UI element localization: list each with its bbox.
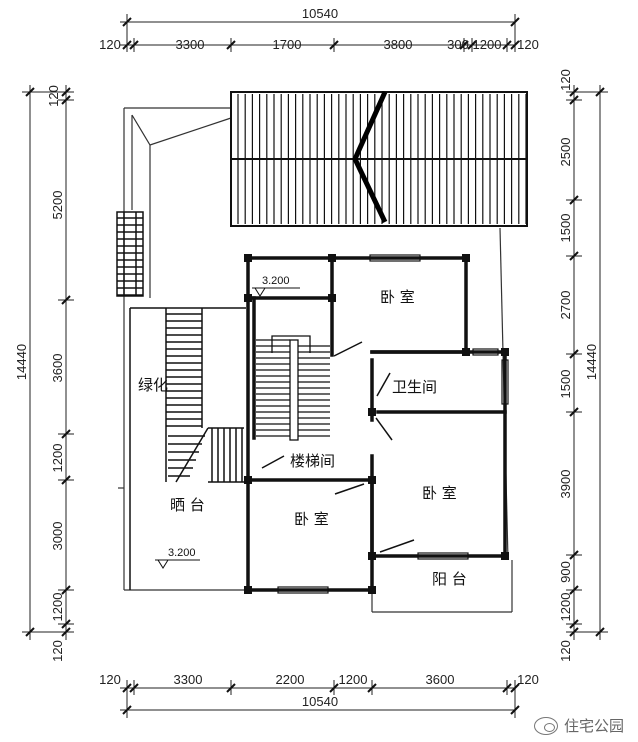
right-dim-8: 1200 [558,593,573,622]
room-bedroom-top: 卧 室 [380,288,415,306]
room-bathroom: 卫生间 [392,378,437,396]
bottom-overall-dim: 10540 [302,694,338,709]
bottom-dim-3: 2200 [276,672,305,687]
left-dim-4: 1200 [50,444,65,473]
right-dim-2: 2500 [558,138,573,167]
top-dim-4: 3800 [384,37,413,52]
left-overall-dim: 14440 [14,344,29,380]
level-terrace-text: 3.200 [168,547,196,559]
left-dim-6: 1200 [50,593,65,622]
bottom-dim-6: 120 [517,672,539,687]
exterior-ladder [116,211,144,297]
left-dim-3: 3600 [50,354,65,383]
right-dim-5: 1500 [558,370,573,399]
room-balcony: 阳 台 [432,570,467,588]
right-dim-9: 120 [558,640,573,662]
top-dim-7: 120 [517,37,539,52]
right-dim-4: 2700 [558,291,573,320]
terrace-stair [129,307,246,590]
bottom-dim-1: 120 [99,672,121,687]
bottom-dim-5: 3600 [426,672,455,687]
left-dim-5: 3000 [50,522,65,551]
top-dim-6: 1200 [473,37,502,52]
level-stair-text: 3.200 [262,275,290,287]
level-marker-terrace: 3.200 [155,547,200,569]
left-dim-7: 120 [50,640,65,662]
watermark: 住宅公园 [533,715,624,736]
right-dim-6: 3900 [558,470,573,499]
room-stairwell: 楼梯间 [290,452,335,470]
wechat-icon [533,716,558,735]
room-bedroom-bottom: 卧 室 [294,510,329,528]
top-dim-1: 120 [99,37,121,52]
bottom-dim-2: 3300 [174,672,203,687]
room-bedroom-right: 卧 室 [422,484,457,502]
left-dim-1: 120 [46,85,61,107]
level-marker-stair: 3.200 [252,275,300,297]
interior-stair [256,335,330,441]
top-dim-2: 3300 [176,37,205,52]
bottom-dim-4: 1200 [339,672,368,687]
room-drying-terrace: 晒 台 [170,496,205,514]
right-overall-dim: 14440 [584,344,599,380]
right-dim-1: 120 [558,69,573,91]
right-dim-7: 900 [558,561,573,583]
right-dim-3: 1500 [558,214,573,243]
top-overall-dim: 10540 [302,6,338,21]
top-dim-3: 1700 [273,37,302,52]
roof-hatch [230,90,528,227]
room-greenery: 绿化 [138,376,168,394]
top-dim-5: 300 [447,37,469,52]
watermark-text: 住宅公园 [563,717,624,735]
left-dim-2: 5200 [50,191,65,220]
